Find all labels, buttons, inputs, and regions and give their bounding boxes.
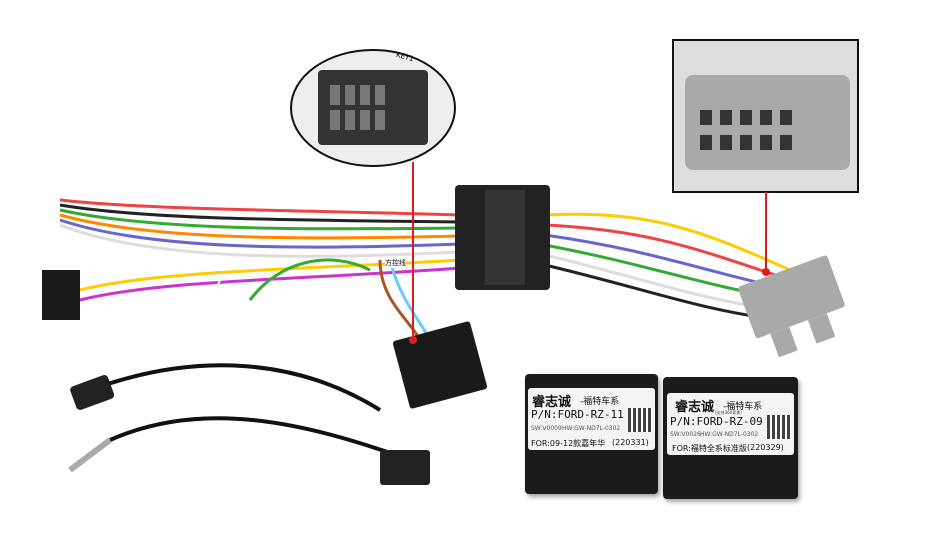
can-module-1: 睿志诚 -福特车系 P/N:FORD-RZ-11 SW:V0009 HW:GW-…: [525, 374, 658, 494]
aux-cable: [89, 363, 382, 412]
module-2-part-number: P/N:FORD-RZ-09: [670, 415, 763, 428]
module-2-series: -福特车系: [723, 402, 763, 412]
module-1-brand: 睿志诚: [532, 395, 572, 410]
can-module-2: 睿志诚 -福特车系 (支持360背景) P/N:FORD-RZ-09 SW:V0…: [663, 377, 798, 499]
qr-code: [767, 415, 791, 439]
module-2-sw: SW:V0026: [670, 431, 701, 438]
module-1-fitment: FOR:09-12款嘉年华: [531, 439, 606, 448]
gray-connector: [738, 255, 845, 358]
module-1-hw: HW:GW-ND7L-0302: [562, 425, 621, 432]
module-2-hw: HW:GW-ND7L-0302: [700, 431, 759, 438]
antenna-cable: [109, 416, 411, 462]
wire-bundle: [59, 198, 791, 341]
module-1-sw: SW:V0009: [531, 425, 562, 432]
module-1-date: (220331): [612, 438, 649, 447]
black-plug: [392, 321, 488, 409]
module-2-fitment: FOR:福特全系标准版: [672, 444, 747, 453]
module-1-part-number: P/N:FORD-RZ-11: [531, 408, 624, 421]
module-2-date: (220329): [747, 443, 784, 452]
antenna-plug: [380, 450, 430, 485]
module-2-brand: 睿志诚: [675, 400, 715, 415]
module-2-subnote: (支持360背景): [715, 410, 742, 415]
module-1-series: -福特车系: [580, 397, 620, 407]
black-connector-left: [42, 270, 80, 320]
steering-tag: 方控线: [385, 258, 406, 268]
qr-code: [628, 408, 652, 432]
